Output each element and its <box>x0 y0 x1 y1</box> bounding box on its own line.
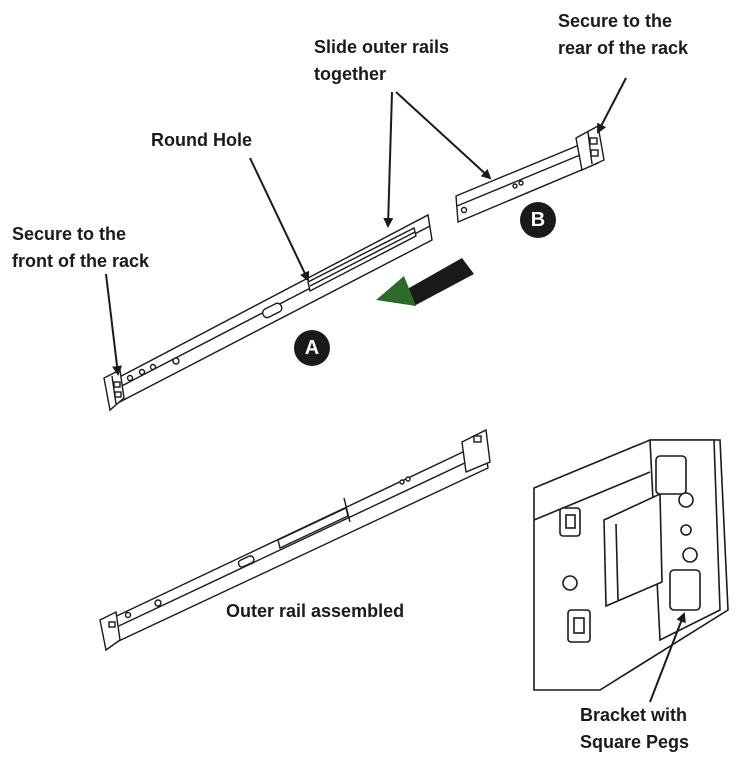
label-secure-front: Secure to the front of the rack <box>12 224 150 271</box>
label-bracket-square-pegs: Bracket with Square Pegs <box>580 705 690 752</box>
badge-a: A <box>294 330 330 366</box>
label-secure-rear: Secure to the rear of the rack <box>558 11 689 58</box>
square-peg-top <box>655 455 687 495</box>
badge-b: B <box>520 202 556 238</box>
arrow-secure-rear <box>597 77 627 134</box>
rail-b <box>455 124 605 224</box>
leader-arrows <box>105 77 686 703</box>
arrow-slide-b <box>395 91 492 180</box>
label-outer-rail-assembled: Outer rail assembled <box>226 601 405 621</box>
label-round-hole: Round Hole <box>151 130 252 150</box>
bracket-closeup <box>533 439 729 691</box>
slide-direction-arrow <box>376 258 474 306</box>
arrow-secure-front <box>105 273 123 376</box>
arrow-bracket <box>649 612 686 703</box>
assembled-rail <box>99 428 491 652</box>
round-hole <box>172 357 180 365</box>
rail-a-oval-slot <box>261 302 283 319</box>
label-slide-outer-rails: Slide outer rails together <box>314 37 450 84</box>
arrow-slide-a <box>383 91 394 228</box>
square-peg-bottom <box>669 569 701 611</box>
rail-a <box>103 213 433 412</box>
arrow-round-hole <box>249 157 310 282</box>
